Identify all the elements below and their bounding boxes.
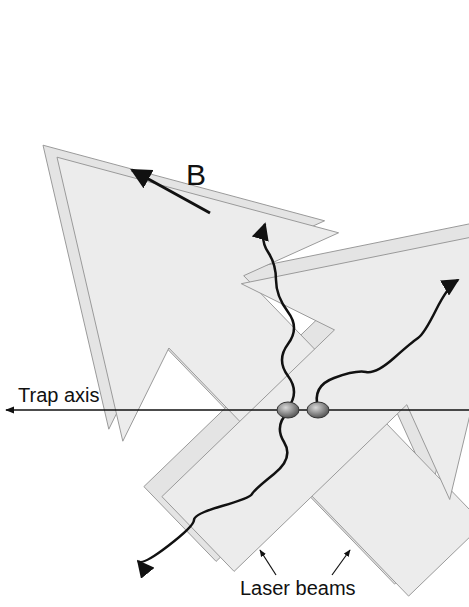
trap-axis-line bbox=[6, 409, 469, 411]
ion bbox=[277, 402, 299, 418]
leader-line bbox=[332, 550, 350, 575]
laser-beam-arrow bbox=[162, 228, 469, 571]
ion bbox=[307, 402, 329, 418]
leader-line bbox=[260, 550, 276, 575]
photon-waves bbox=[138, 224, 458, 562]
laser-beams bbox=[43, 145, 469, 596]
axis-label: Trap axis bbox=[18, 385, 100, 405]
beam-label: Laser beams bbox=[240, 578, 356, 598]
field-label: B bbox=[186, 160, 206, 190]
